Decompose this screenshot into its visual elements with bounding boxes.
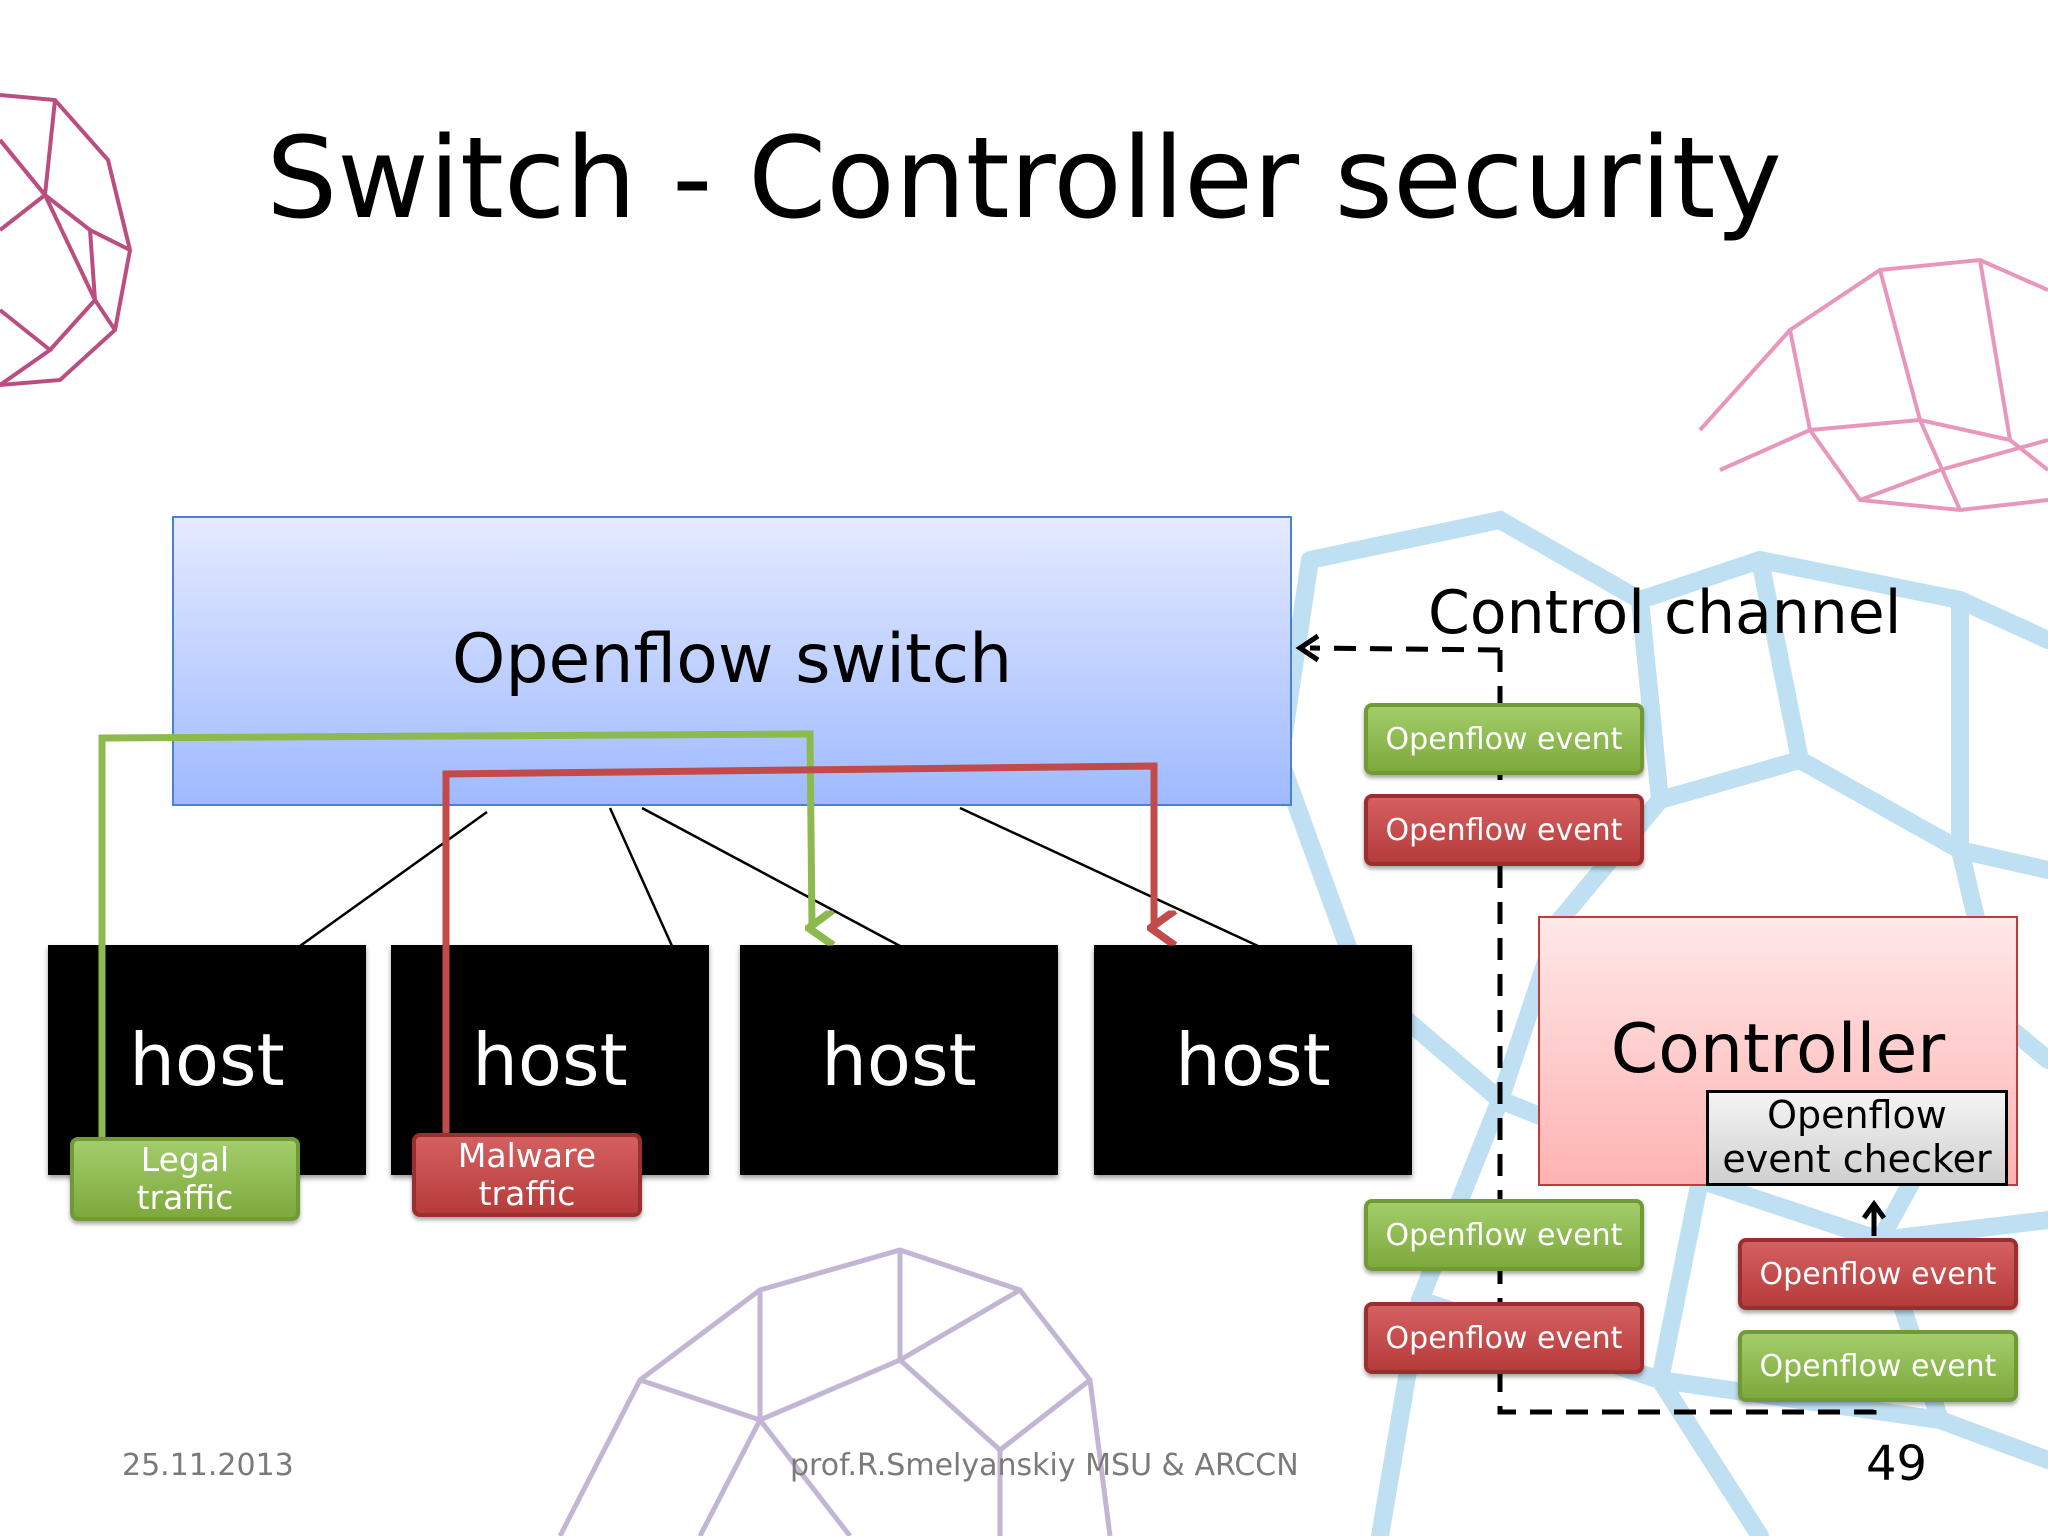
link-switch-host-3 bbox=[641, 806, 901, 948]
slide-title: Switch - Controller security bbox=[266, 114, 1782, 244]
host-4: host bbox=[1094, 945, 1412, 1175]
link-switch-host-2 bbox=[608, 807, 674, 947]
openflow-event-top-red: Openflow event bbox=[1364, 794, 1644, 866]
footer-author: prof.R.Smelyanskiy MSU & ARCCN bbox=[790, 1448, 1299, 1483]
link-switch-host-4 bbox=[959, 806, 1259, 948]
footer-date: 25.11.2013 bbox=[122, 1448, 294, 1483]
openflow-event-top-green: Openflow event bbox=[1364, 703, 1644, 775]
openflow-event-right-green: Openflow event bbox=[1738, 1330, 2018, 1402]
pink-sphere-top-right bbox=[1698, 257, 2048, 513]
openflow-switch-label: Openflow switch bbox=[451, 620, 1013, 699]
openflow-event-right-red: Openflow event bbox=[1738, 1238, 2018, 1310]
openflow-event-bottom-green: Openflow event bbox=[1364, 1199, 1644, 1271]
controller-label: Controller bbox=[1610, 1010, 1946, 1089]
host-3: host bbox=[740, 945, 1058, 1175]
pink-sphere-top-left bbox=[0, 93, 133, 387]
purple-sphere-bottom bbox=[557, 1247, 1113, 1536]
control-channel-label: Control channel bbox=[1428, 578, 1902, 648]
openflow-event-bottom-red: Openflow event bbox=[1364, 1302, 1644, 1374]
page-number: 49 bbox=[1866, 1436, 1928, 1492]
link-switch-host-1 bbox=[299, 810, 488, 948]
